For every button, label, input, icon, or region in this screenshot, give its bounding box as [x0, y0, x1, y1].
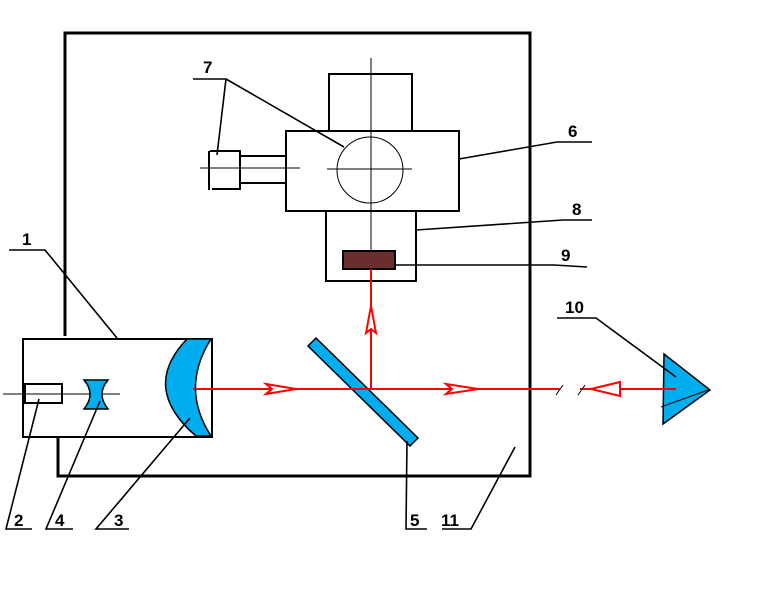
label-1: 1: [22, 230, 31, 249]
label-9: 9: [561, 246, 570, 265]
arrow-left-icon: [590, 380, 621, 398]
label-8: 8: [572, 200, 581, 219]
instrument-enclosure: [56, 31, 532, 478]
light-source: [24, 383, 63, 404]
label-6: 6: [568, 122, 577, 141]
leader-lines: [4, 78, 677, 530]
label-11: 11: [441, 511, 459, 530]
laser-beam: [193, 269, 676, 398]
eyepiece-assembly: [200, 150, 300, 190]
label-3: 3: [114, 511, 123, 530]
diverging-lens: [82, 379, 110, 410]
arrow-right-icon: [442, 382, 479, 396]
main-body: [285, 130, 460, 212]
arrow-right-icon: [262, 382, 297, 396]
label-2: 2: [14, 511, 23, 530]
beam-splitter: [306, 336, 420, 448]
sensor-element: [342, 250, 396, 270]
detector-housing: [285, 58, 460, 262]
concave-mirror: [164, 338, 213, 437]
label-10: 10: [565, 298, 584, 317]
label-7: 7: [203, 58, 212, 77]
reticle-circle: [336, 136, 404, 204]
label-5: 5: [410, 511, 419, 530]
label-4: 4: [55, 511, 65, 530]
arrow-up-icon: [364, 305, 378, 336]
